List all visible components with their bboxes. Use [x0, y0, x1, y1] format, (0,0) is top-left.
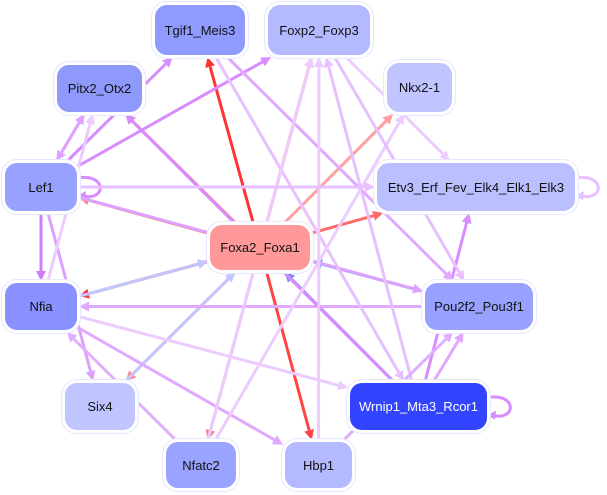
- node-tgif1[interactable]: Tgif1_Meis3: [155, 5, 245, 55]
- arrowhead: [365, 182, 375, 192]
- edge-line: [432, 339, 460, 382]
- node-wrnip1[interactable]: Wrnip1_Mta3_Rcor1: [350, 383, 487, 430]
- arrowhead: [125, 114, 136, 125]
- edge-nfia-to-foxa2: [78, 259, 208, 298]
- node-label: Pou2f2_Pou3f1: [434, 299, 524, 314]
- node-label: Nfia: [29, 299, 53, 314]
- edge-pitx2-to-lef1: [56, 113, 86, 161]
- node-label: Foxa2_Foxa1: [220, 240, 300, 255]
- edge-pou2f2-to-nfia: [79, 301, 423, 312]
- arrowhead: [412, 283, 423, 294]
- edge-line: [311, 214, 374, 235]
- node-hbp1[interactable]: Hbp1: [285, 442, 352, 488]
- node-label: Pitx2_Otx2: [67, 81, 132, 96]
- node-label: Nfatc2: [182, 457, 220, 473]
- edge-line: [78, 326, 276, 442]
- arrowhead: [575, 191, 584, 200]
- edge-line: [78, 262, 199, 298]
- arrowhead: [394, 369, 404, 381]
- edge-nfia-to-hbp1: [78, 326, 283, 445]
- edge-line: [486, 395, 512, 418]
- arrowhead: [382, 114, 394, 125]
- node-label: Six4: [87, 399, 113, 414]
- arrowhead: [454, 269, 465, 281]
- edge-nfatc2-to-nkx2: [214, 114, 405, 441]
- edge-hbp1-to-foxp2: [313, 57, 324, 441]
- arrowhead: [442, 270, 454, 281]
- arrowhead: [394, 114, 405, 126]
- node-label: Etv3_Erf_Fev_Elk4_Elk1_Elk3: [387, 179, 565, 195]
- edge-line: [265, 271, 311, 431]
- edge-wrnip1-to-pou2f2: [432, 332, 464, 382]
- node-label: Tgif1_Meis3: [164, 22, 236, 38]
- edge-line: [214, 56, 400, 374]
- arrowhead: [271, 435, 283, 445]
- node-nkx2[interactable]: Nkx2-1: [387, 63, 452, 112]
- node-lef1[interactable]: Lef1: [5, 163, 77, 211]
- edge-line: [214, 121, 401, 441]
- arrowhead: [323, 57, 334, 68]
- edge-line: [574, 175, 600, 199]
- arrowhead: [197, 259, 208, 269]
- arrowhead: [205, 57, 215, 68]
- edge-line: [124, 277, 230, 383]
- arrowhead: [85, 370, 96, 381]
- arrowhead: [337, 380, 348, 391]
- edge-tgif1-to-pou2f2: [226, 55, 454, 281]
- node-label: Lef1: [28, 179, 54, 195]
- node-nfia[interactable]: Nfia: [5, 283, 77, 330]
- edge-wrnip1-to-wrnip1: [486, 395, 512, 420]
- node-label: Wrnip1_Mta3_Rcor1: [359, 399, 478, 414]
- edge-line: [78, 315, 339, 387]
- edge-etv3-to-etv3: [574, 175, 600, 200]
- arrowhead: [487, 410, 496, 420]
- arrowhead: [454, 332, 464, 344]
- arrowhead: [66, 332, 78, 343]
- arrowhead: [36, 271, 46, 281]
- arrowhead: [372, 210, 384, 221]
- edge-foxa2-to-tgif1: [205, 57, 255, 224]
- arrowhead: [85, 114, 95, 125]
- node-foxa2[interactable]: Foxa2_Foxa1: [210, 225, 310, 270]
- node-foxp2[interactable]: Foxp2_Foxp3: [268, 5, 370, 55]
- arrowhead: [439, 150, 450, 161]
- edge-lef1-to-etv3: [79, 182, 375, 192]
- edge-foxa2-to-hbp1: [265, 271, 315, 440]
- arrowhead: [442, 332, 454, 343]
- edge-line: [78, 60, 264, 167]
- arrowhead: [162, 57, 173, 68]
- node-label: Foxp2_Foxp3: [279, 22, 359, 38]
- edge-lef1-to-foxp2: [78, 57, 272, 167]
- edge-lef1-to-nfia: [36, 213, 46, 281]
- node-pitx2[interactable]: Pitx2_Otx2: [57, 65, 142, 112]
- node-nfatc2[interactable]: Nfatc2: [166, 442, 236, 488]
- node-label: Hbp1: [302, 457, 335, 473]
- edge-tgif1-to-wrnip1: [214, 56, 404, 381]
- edge-line: [226, 55, 448, 276]
- node-etv3[interactable]: Etv3_Erf_Fev_Elk4_Elk1_Elk3: [377, 163, 575, 211]
- arrowhead: [224, 272, 236, 283]
- arrowhead: [304, 429, 315, 440]
- edge-line: [60, 113, 86, 154]
- edge-line: [327, 66, 414, 382]
- arrowhead: [313, 57, 324, 68]
- edge-line: [208, 66, 255, 224]
- arrowhead: [79, 301, 89, 312]
- edge-foxa2-to-etv3: [311, 210, 384, 235]
- node-label: Nkx2-1: [398, 80, 441, 95]
- arrowhead: [304, 57, 314, 68]
- arrowhead: [260, 57, 272, 67]
- edge-wrnip1-to-foxp2: [323, 57, 414, 382]
- arrowhead: [56, 149, 66, 161]
- edge-nfia-to-wrnip1: [78, 315, 348, 391]
- node-pou2f2[interactable]: Pou2f2_Pou3f1: [425, 283, 533, 330]
- node-six4[interactable]: Six4: [65, 383, 135, 430]
- arrowhead: [461, 213, 472, 224]
